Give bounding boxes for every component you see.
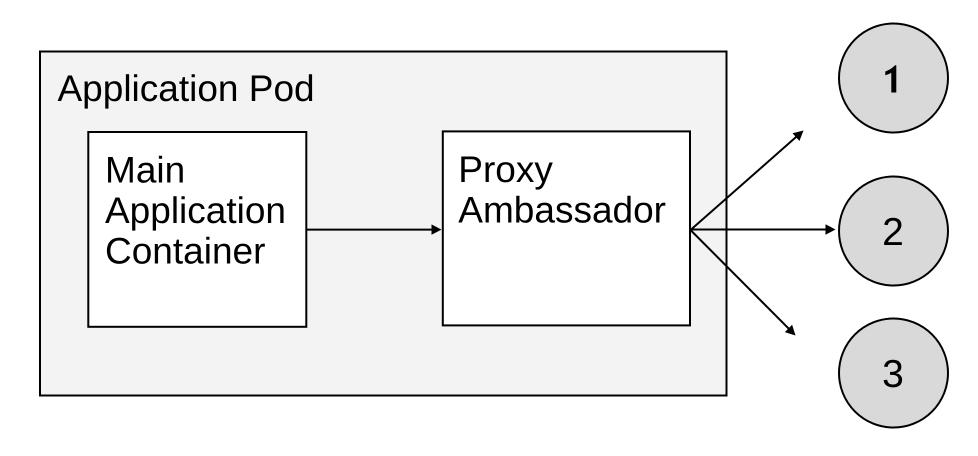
svg-text:3: 3: [882, 353, 904, 396]
svg-text:Container: Container: [105, 231, 265, 272]
svg-text:2: 2: [882, 211, 904, 254]
svg-text:Application: Application: [105, 190, 286, 231]
svg-text:Ambassador: Ambassador: [458, 190, 666, 231]
svg-text:Main: Main: [105, 150, 185, 191]
svg-text:Application Pod: Application Pod: [58, 68, 315, 109]
svg-text:Proxy: Proxy: [458, 149, 553, 190]
